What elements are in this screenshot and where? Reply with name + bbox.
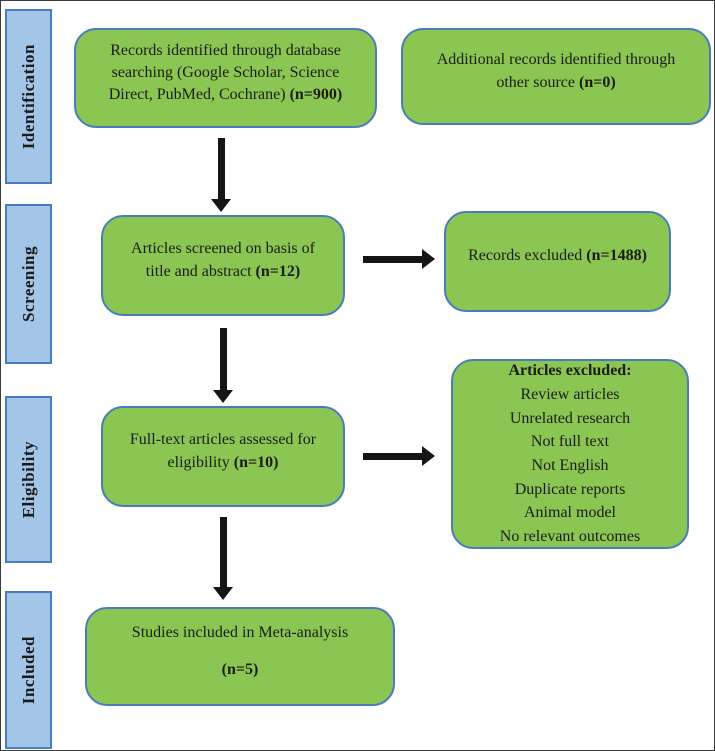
arrow-shaft <box>220 328 227 391</box>
exclusion-reason: Animal model <box>524 504 616 522</box>
exclusion-reason: Unrelated research <box>509 409 631 427</box>
stage-label: Screening <box>18 246 38 322</box>
arrow-shaft <box>363 453 423 460</box>
stage-eligibility: Eligibility <box>5 396 52 563</box>
stage-label: Eligibility <box>18 440 38 519</box>
box-articles-excluded: Articles excluded: Review articles Unrel… <box>451 359 689 549</box>
count-value: (n=1488) <box>586 247 647 265</box>
count-value: (n=12) <box>255 262 301 280</box>
arrow-shaft <box>363 256 423 263</box>
count-value: (n=5) <box>221 661 259 678</box>
box-text: Records identified through database sear… <box>108 41 343 104</box>
arrow-head <box>422 249 435 269</box>
exclusion-reason: No relevant outcomes <box>499 528 641 546</box>
exclusion-reason: Review articles <box>520 385 620 403</box>
arrow-head <box>211 199 231 212</box>
exclusion-heading: Articles excluded: <box>508 362 632 380</box>
stage-included: Included <box>5 591 52 749</box>
exclusion-reason: Not full text <box>530 433 610 451</box>
count-value: (n=900) <box>289 86 343 104</box>
box-text: Records excluded (n=1488) <box>468 247 647 265</box>
exclusion-reason: Duplicate reports <box>514 480 626 498</box>
arrow-shaft <box>218 138 225 200</box>
count-value: (n=10) <box>233 453 279 471</box>
box-records-identified: Records identified through database sear… <box>74 28 377 128</box>
box-studies-included: Studies included in Meta-analysis (n=5) <box>85 607 395 706</box>
stage-screening: Screening <box>5 204 52 364</box>
count-value: (n=0) <box>578 73 616 91</box>
box-articles-screened: Articles screened on basis of title and … <box>101 215 345 316</box>
box-text: Studies included in Meta-analysis <box>131 623 349 641</box>
stage-label: Included <box>18 635 38 705</box>
box-fulltext-assessed: Full-text articles assessed for eligibil… <box>101 406 345 507</box>
box-records-excluded: Records excluded (n=1488) <box>444 211 671 312</box>
stage-identification: Identification <box>5 9 52 184</box>
exclusion-reason: Not English <box>531 457 609 474</box>
box-text: Additional records identified through ot… <box>436 51 676 91</box>
arrow-head <box>213 587 233 600</box>
stage-label: Identification <box>18 43 38 150</box>
arrow-shaft <box>220 517 227 588</box>
arrow-head <box>213 390 233 403</box>
box-additional-records: Additional records identified through ot… <box>401 28 711 125</box>
arrow-head <box>422 446 435 466</box>
box-text: Articles screened on basis of title and … <box>131 240 315 280</box>
box-text: Full-text articles assessed for eligibil… <box>129 431 317 471</box>
